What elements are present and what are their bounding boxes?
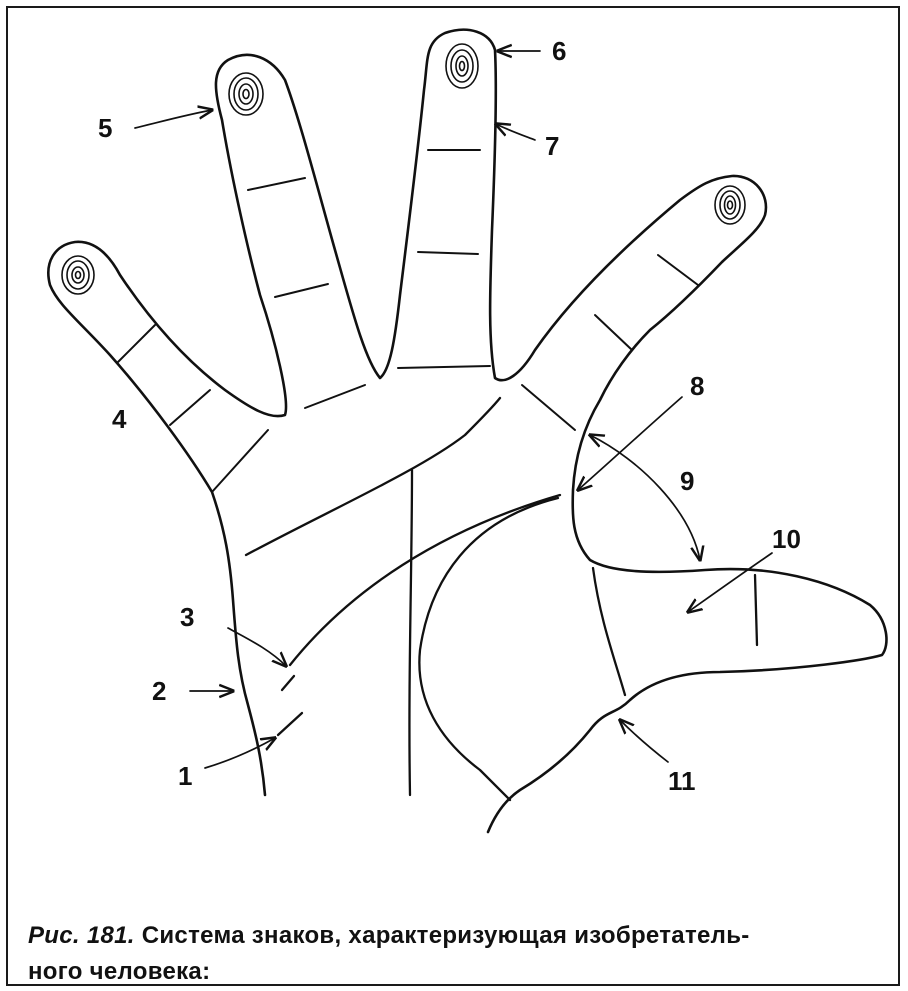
label-5: 5 (98, 113, 112, 143)
label-4: 4 (112, 404, 127, 434)
label-1: 1 (178, 761, 192, 791)
caption-text-1: Система знаков, характеризующая изобрета… (142, 922, 750, 949)
label-8: 8 (690, 371, 704, 401)
label-9: 9 (680, 466, 694, 496)
label-3: 3 (180, 602, 194, 632)
palm-lines (246, 398, 757, 800)
label-6: 6 (552, 36, 566, 66)
label-2: 2 (152, 676, 166, 706)
figure-number: Рис. 181. (28, 922, 135, 949)
label-7: 7 (545, 131, 559, 161)
caption-line-2: ного человека: (28, 954, 888, 990)
figure-caption: Рис. 181. Система знаков, характеризующа… (28, 918, 888, 990)
label-11: 11 (668, 766, 696, 796)
label-10: 10 (772, 524, 801, 554)
caption-line-1: Рис. 181. Система знаков, характеризующа… (28, 918, 888, 954)
phalanx-creases (118, 150, 698, 492)
pointer-arrows (135, 51, 772, 768)
